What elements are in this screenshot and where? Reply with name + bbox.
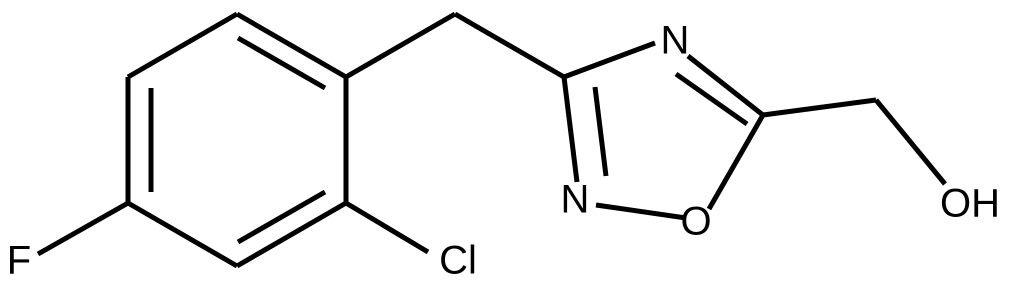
bond-methylene-to-oh <box>874 98 947 186</box>
bond-ring-to-methylene <box>344 11 457 80</box>
bond-c5-to-methylene-oh <box>762 97 877 118</box>
bond-c3-to-n-top <box>563 40 656 80</box>
bond-methylene-to-oxadiazole <box>453 11 566 80</box>
bond-ring-right-lower-to-bottom <box>235 200 348 269</box>
fluorine-label: F <box>7 239 31 283</box>
bond-c5-to-ring-oxygen <box>706 113 766 211</box>
double-bond-c3-to-n-left-inner <box>592 86 609 177</box>
bond-n-left-to-c3 <box>561 76 580 183</box>
aromatic-inner-bond-top <box>236 35 327 91</box>
bond-ring-top-left-to-top-right <box>126 11 239 80</box>
double-bond-n-top-to-c5-inner <box>674 71 749 127</box>
nitrogen-left-label: N <box>561 178 590 222</box>
hydroxyl-label: OH <box>940 182 1000 226</box>
bond-n-top-to-c5 <box>686 54 765 117</box>
bond-ring-bottom-to-left-lower <box>126 200 239 269</box>
ring-oxygen-label: O <box>680 200 711 244</box>
chlorine-label: Cl <box>439 239 477 283</box>
aromatic-inner-bond-bottom <box>236 189 327 245</box>
nitrogen-top-label: N <box>661 19 690 63</box>
bond-ring-top-right-to-right-upper <box>235 11 348 80</box>
bond-ring-oxygen-to-n-left <box>595 202 687 221</box>
bond-to-chlorine <box>344 200 430 255</box>
bond-to-fluorine <box>36 200 130 257</box>
